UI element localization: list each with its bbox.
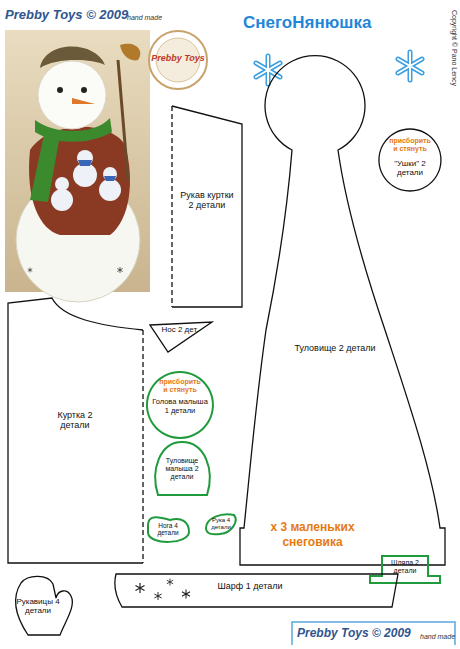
piece-label: Шляпа 2 детали — [383, 559, 427, 575]
piece-label: Туловище малыша 2 детали — [159, 457, 205, 481]
jacket-piece: Куртка 2 детали — [4, 294, 150, 569]
cut-line — [8, 298, 143, 563]
body-piece: Туловище 2 детали — [235, 50, 450, 570]
piece-label: "Ушки" 2 детали — [384, 159, 436, 177]
cut-line — [148, 517, 189, 542]
mitten-piece: Рукавицы 4 детали — [3, 572, 83, 640]
quantity-note: x 3 маленьких снеговика — [245, 520, 380, 550]
ear-piece: присборить и стянуть "Ушки" 2 детали — [378, 128, 442, 192]
cut-line — [115, 574, 398, 607]
cut-line — [370, 556, 440, 583]
fold-line — [171, 106, 172, 307]
nose-piece: Нос 2 дет. — [145, 318, 217, 356]
cut-line — [206, 514, 236, 534]
baby-head-piece: присборить и стянутьГолова малыша 1 дета… — [145, 370, 215, 440]
piece-label: Шарф 1 детали — [210, 581, 290, 591]
baby-body-piece: Туловище малыша 2 детали — [148, 438, 218, 500]
cut-line — [172, 106, 242, 307]
cut-line — [155, 442, 209, 495]
piece-label: Рука 4 детали — [206, 517, 236, 531]
copyright-note: Copyright © Pano Lency — [450, 10, 458, 86]
piece-label: Голова малыша 1 детали — [152, 398, 208, 415]
logo-text: Prebby Toys — [151, 54, 205, 64]
piece-label: Куртка 2 детали — [43, 410, 107, 431]
brand-note: hand made — [420, 633, 455, 641]
piece-label: Нос 2 дет. — [160, 325, 200, 334]
sewing-note: присборить и стянуть — [387, 137, 433, 153]
brand-mark: Prebby Toys © 2009 — [5, 8, 128, 22]
fold-line — [142, 330, 143, 563]
hat-piece: Шляпа 2 детали — [363, 550, 445, 588]
piece-label: Рукавицы 4 детали — [16, 597, 60, 615]
brand-mark: Prebby Toys © 2009 — [297, 627, 411, 640]
piece-outline — [145, 318, 217, 356]
cut-line — [240, 56, 445, 565]
piece-label: Рукав куртки 2 детали — [179, 190, 235, 211]
piece-label: Нога 4 детали — [149, 522, 187, 537]
piece-label: Туловище 2 детали — [290, 343, 380, 353]
title: СнегоНянюшка — [243, 14, 371, 33]
cut-line — [147, 372, 213, 438]
leg-piece: Нога 4 детали — [142, 512, 194, 550]
cut-line — [16, 576, 73, 635]
cut-line — [379, 129, 441, 191]
scarf-piece: Шарф 1 детали — [112, 568, 404, 612]
sleeve-piece: Рукав куртки 2 детали — [160, 100, 250, 312]
brand-note: hand made — [127, 14, 162, 22]
piece-outline — [235, 50, 450, 570]
cut-line — [150, 322, 212, 352]
sewing-note: присборить и стянуть — [157, 378, 203, 394]
arm-piece: Рука 4 детали — [202, 508, 240, 538]
piece-outline — [4, 294, 150, 569]
